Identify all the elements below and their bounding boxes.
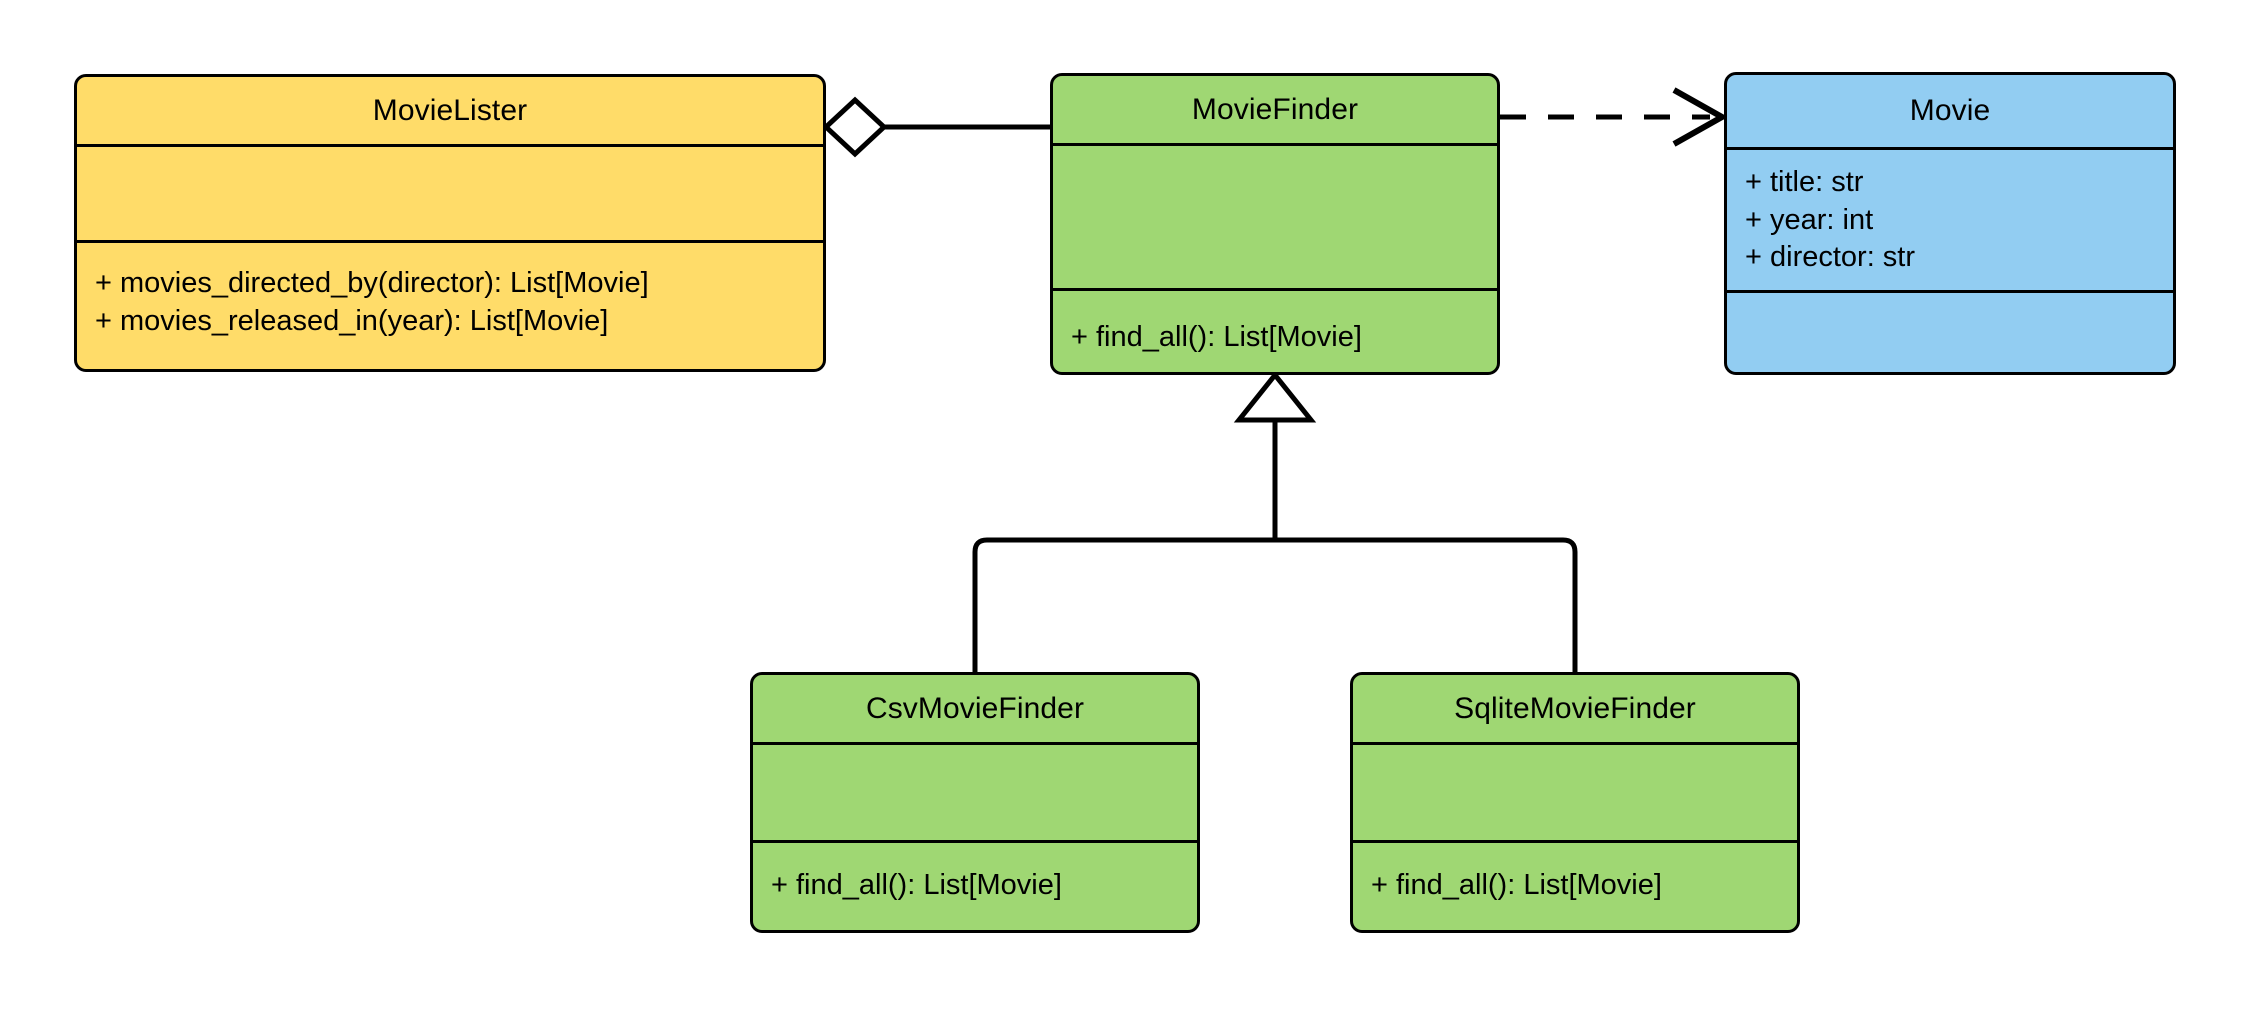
generalization-branch-bus [972,537,1578,672]
class-title-csvmoviefinder: CsvMovieFinder [865,691,1085,725]
attributes-compartment-sqlitemoviefinder [1353,742,1797,840]
method-item: + find_all(): List[Movie] [1371,869,1662,901]
generalization-tree[interactable] [972,370,1578,672]
hollow-triangle-icon [1233,370,1317,423]
hollow-diamond-icon [822,96,888,158]
class-title-moviefinder: MovieFinder [1191,92,1359,126]
class-box-movie[interactable]: Movie + title: str + year: int + directo… [1724,72,2176,375]
attributes-compartment-moviefinder [1053,143,1497,288]
method-list-sqlitemoviefinder: + find_all(): List[Movie] [1353,843,1797,905]
method-list-csvmoviefinder: + find_all(): List[Movie] [753,843,1197,905]
attribute-item: + year: int [1745,203,1874,236]
method-item: + find_all(): List[Movie] [1071,321,1362,353]
attributes-compartment-movielister [77,144,823,240]
class-title-sqlitemoviefinder: SqliteMovieFinder [1454,691,1696,725]
class-box-movielister[interactable]: MovieLister + movies_directed_by(directo… [74,74,826,372]
aggregation-movielister-moviefinder[interactable] [822,96,1050,158]
open-arrow-icon [1672,87,1729,147]
attributes-compartment-movie: + title: str + year: int + director: str [1727,147,2173,290]
attribute-item: + director: str [1745,241,1916,274]
class-title-movie: Movie [1909,94,1991,127]
methods-compartment-movielister: + movies_directed_by(director): List[Mov… [77,240,823,369]
methods-compartment-sqlitemoviefinder: + find_all(): List[Movie] [1353,840,1797,930]
class-title-movielister: MovieLister [372,93,528,127]
attribute-list-movie: + title: str + year: int + director: str [1727,150,2173,277]
class-box-csvmoviefinder[interactable]: CsvMovieFinder + find_all(): List[Movie] [750,672,1200,933]
class-box-moviefinder[interactable]: MovieFinder + find_all(): List[Movie] [1050,73,1500,375]
method-list-movielister: + movies_directed_by(director): List[Mov… [77,243,823,340]
methods-compartment-moviefinder: + find_all(): List[Movie] [1053,288,1497,372]
method-item: + movies_directed_by(director): List[Mov… [95,267,649,299]
attribute-item: + title: str [1745,166,1864,198]
method-item: + find_all(): List[Movie] [771,869,1062,901]
methods-compartment-csvmoviefinder: + find_all(): List[Movie] [753,840,1197,930]
attributes-compartment-csvmoviefinder [753,742,1197,840]
method-item: + movies_released_in(year): List[Movie] [95,304,609,337]
methods-compartment-movie [1727,290,2173,372]
dependency-moviefinder-movie[interactable] [1500,87,1729,147]
class-box-sqlitemoviefinder[interactable]: SqliteMovieFinder + find_all(): List[Mov… [1350,672,1800,933]
method-list-moviefinder: + find_all(): List[Movie] [1053,291,1497,357]
